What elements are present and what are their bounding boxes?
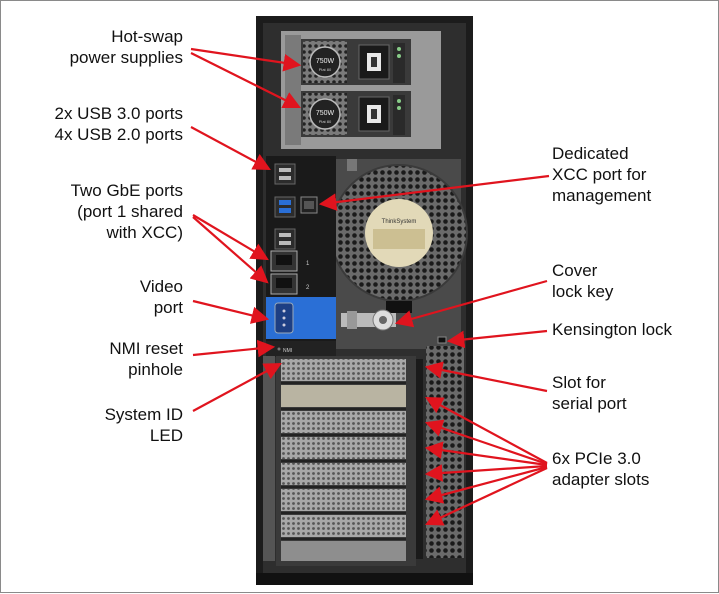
pcie-slot-area (276, 356, 416, 566)
arrow-gbe-1 (192, 214, 269, 261)
arrow-pcie-5 (424, 465, 548, 504)
vga-pin-row-1 (282, 309, 286, 313)
arrow-psu-2 (190, 52, 301, 108)
gbe-ports (270, 250, 298, 295)
arrow-gbe-2 (192, 216, 269, 284)
arrow-xcc (318, 174, 550, 211)
psu-1-sub: Plat 80 (319, 67, 332, 72)
arrow-serial (424, 361, 548, 393)
arrow-pcie-1 (425, 396, 548, 464)
arrow-id-led (192, 362, 282, 412)
arrow-nmi (192, 339, 276, 358)
psu-bay-left-frame (285, 35, 301, 145)
vga-pin-row-2 (282, 316, 286, 320)
arrow-pcie-3 (424, 441, 548, 467)
arrow-pcie-2 (424, 419, 548, 466)
gbe-port-1-mark: 1 (306, 261, 310, 267)
label-usb-ports: 2x USB 3.0 ports 4x USB 2.0 ports (54, 104, 183, 144)
xcc-indicator (347, 159, 357, 171)
arrow-usb (190, 126, 271, 171)
label-xcc-port: Dedicated XCC port for management (552, 144, 652, 205)
info-sticker-area (373, 229, 425, 249)
power-supply-1: 750W Plat 80 (301, 39, 411, 85)
label-system-id-led: System ID LED (104, 405, 183, 445)
callout-arrows (190, 47, 550, 526)
arrow-psu-1 (190, 47, 302, 72)
arrow-video (192, 299, 270, 324)
cover-lock-key (341, 309, 396, 331)
lock-bracket (386, 301, 412, 313)
xcc-port-inner (304, 201, 314, 209)
power-supply-2: 750W Plat 80 (301, 91, 411, 137)
label-gbe-ports: Two GbE ports (port 1 shared with XCC) (70, 181, 183, 242)
label-video-port: Video port (139, 277, 183, 317)
kensington-slot (437, 336, 447, 344)
arrow-pcie-4 (424, 464, 548, 482)
usb-ports (274, 163, 296, 250)
label-pcie-slots: 6x PCIe 3.0 adapter slots (552, 449, 650, 489)
gbe-port-2-mark: 2 (306, 285, 310, 291)
psu-2-sub: Plat 80 (319, 119, 332, 124)
label-serial-port-slot: Slot for serial port (552, 373, 627, 413)
pcie-retention-bar (263, 356, 275, 561)
vga-pin-row-3 (282, 323, 286, 327)
label-hot-swap-power-supplies: Hot-swap power supplies (69, 27, 183, 67)
label-cover-lock-key: Cover lock key (552, 261, 614, 301)
chassis-bottom (256, 573, 473, 585)
psu-1-rating: 750W (316, 58, 335, 65)
arrow-cover-lock (394, 279, 548, 328)
psu-2-rating: 750W (316, 110, 335, 117)
nmi-pinhole (277, 347, 281, 351)
arrow-kensington (446, 329, 548, 349)
info-sticker-text: ThinkSystem (382, 219, 417, 225)
label-nmi-reset: NMI reset pinhole (109, 339, 183, 379)
label-kensington-lock: Kensington lock (552, 320, 673, 339)
arrow-pcie-6 (425, 467, 548, 526)
nmi-strip (266, 341, 336, 357)
nmi-mark: NMI (283, 348, 292, 354)
